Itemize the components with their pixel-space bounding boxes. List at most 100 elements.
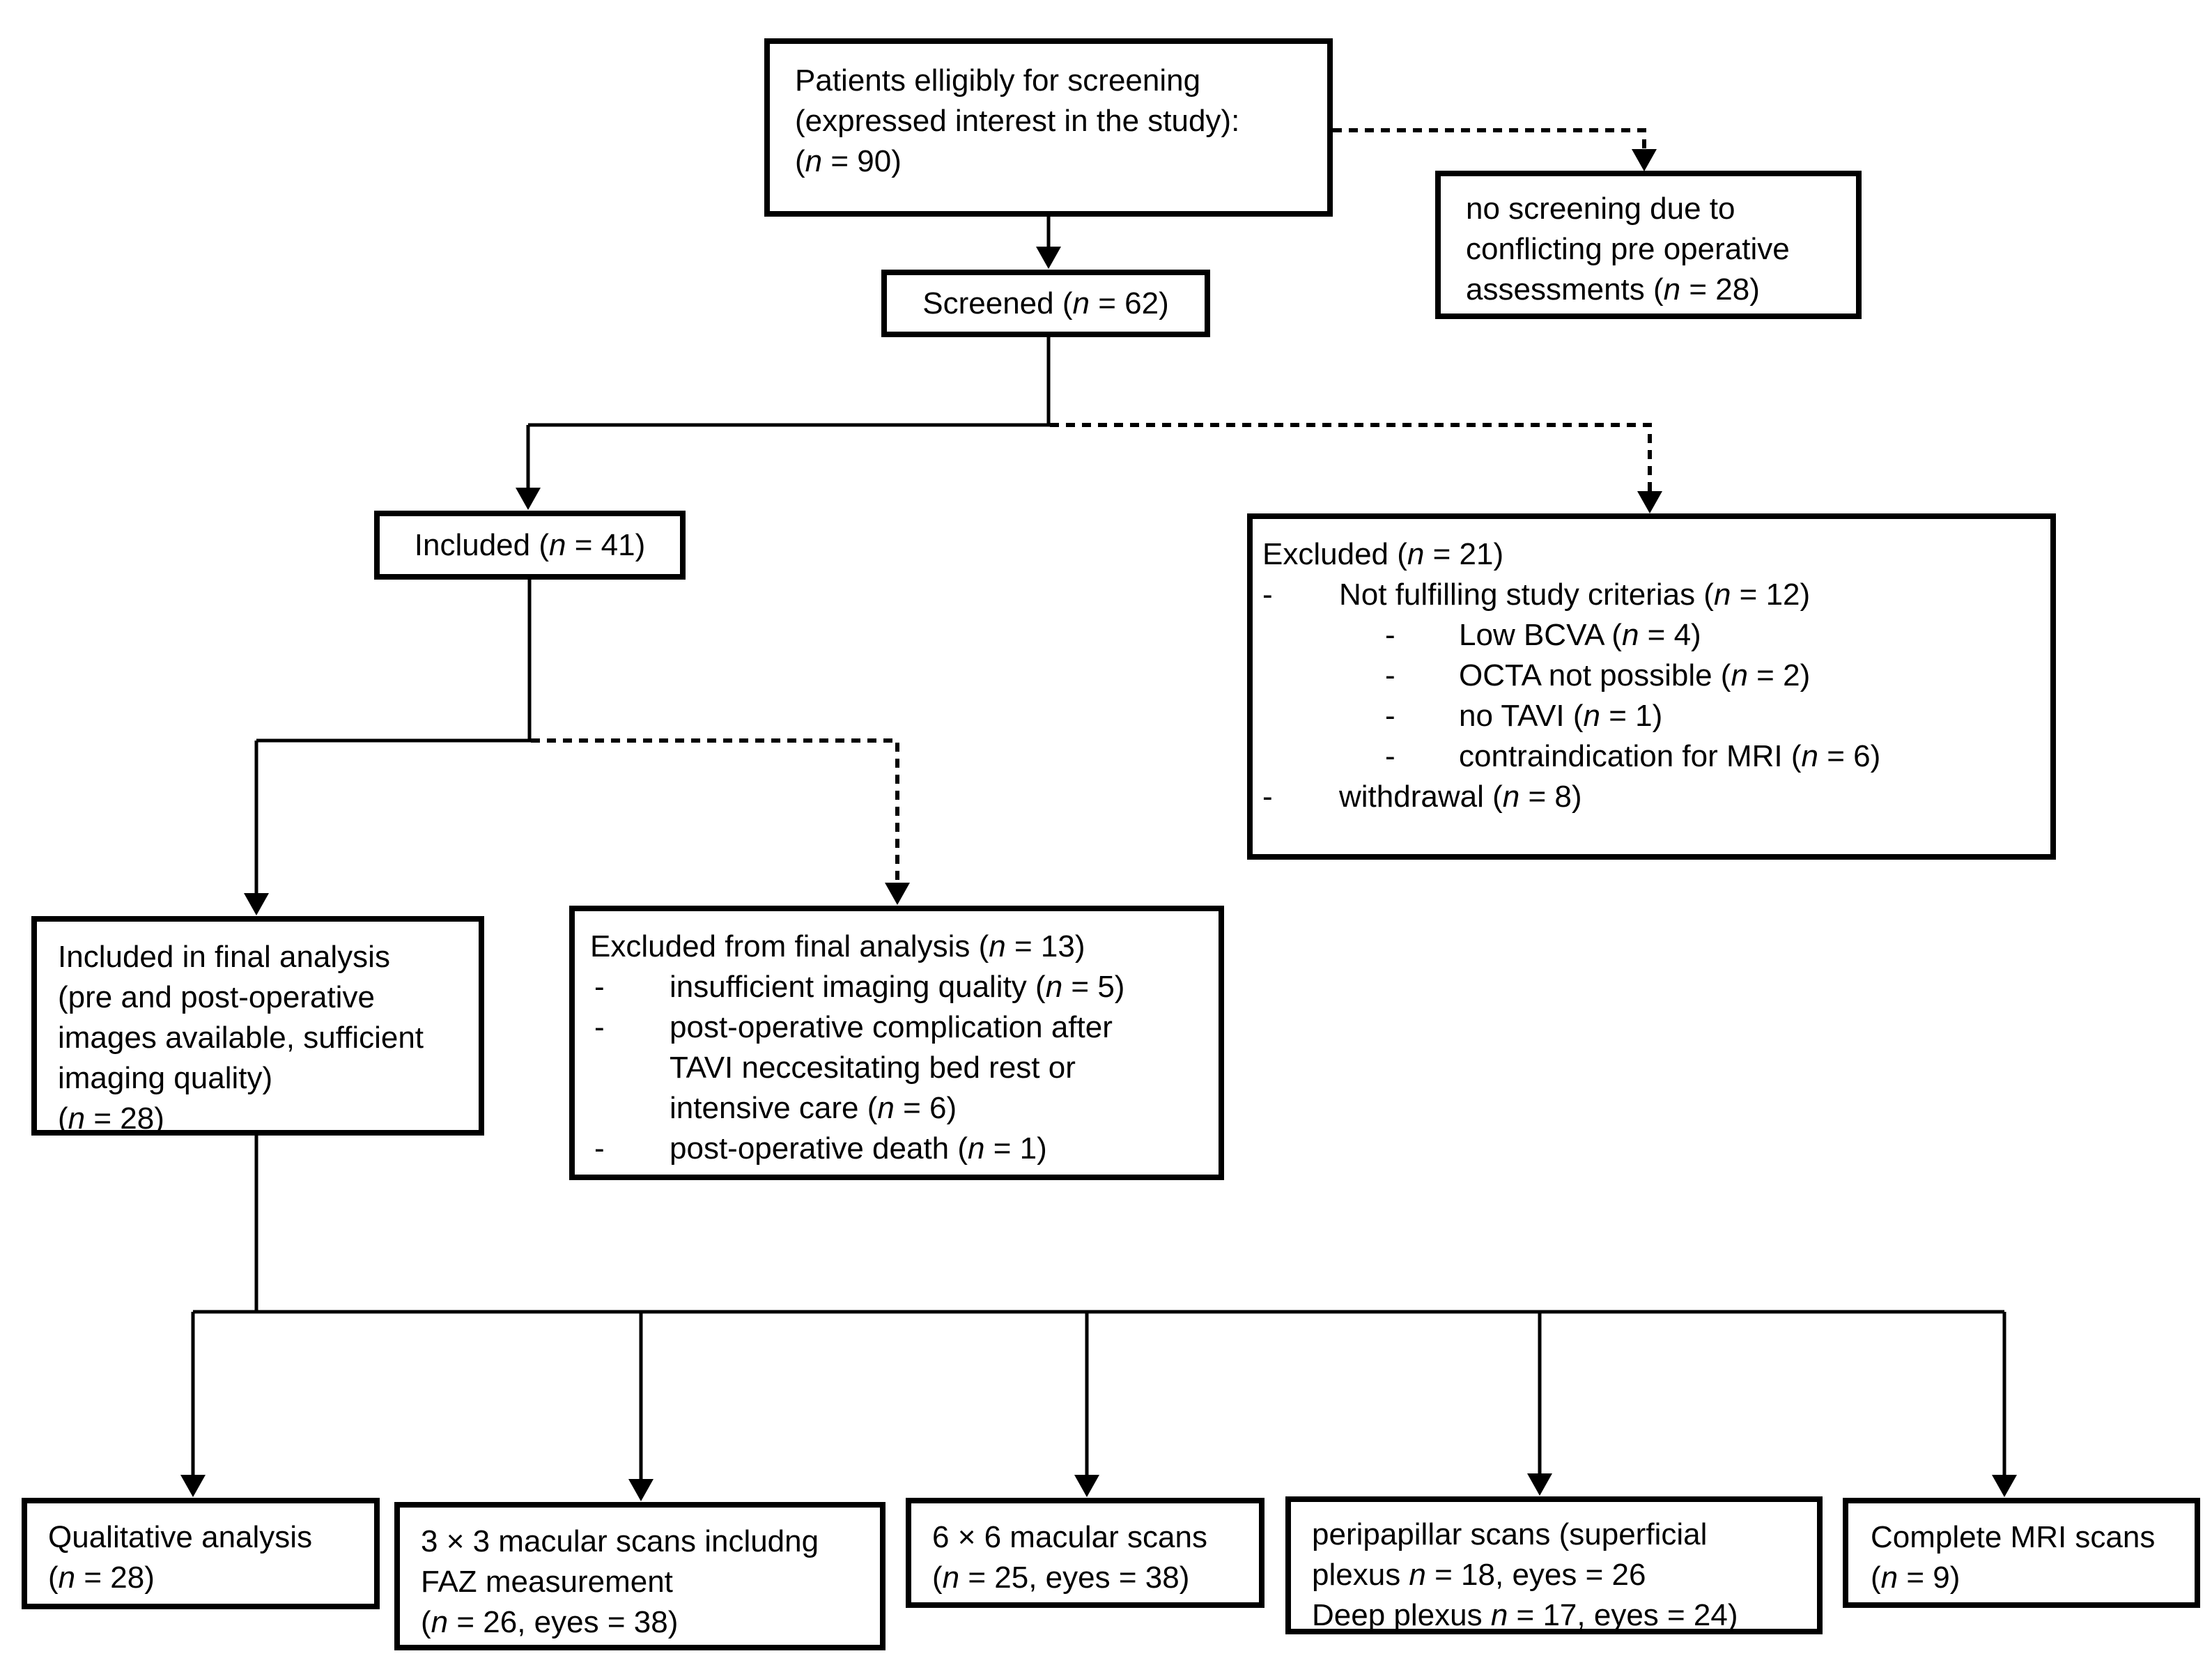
arrowhead-screened [1036, 247, 1061, 269]
box-text-line: (n = 28) [48, 1561, 155, 1595]
italic-n: n [1621, 618, 1639, 652]
edge-final-split-right-dashed [531, 738, 899, 883]
italic-n: n [1407, 537, 1425, 571]
italic-n: n [1072, 286, 1090, 320]
italic-n: n [989, 929, 1006, 963]
list-item: TAVI neccesitating bed rest or [575, 1048, 1219, 1088]
box-text-line: 3 × 3 macular scans includng [421, 1524, 819, 1558]
edge-split-right-dashed [1050, 423, 1652, 491]
box-text-line: conflicting pre operative [1466, 232, 1790, 266]
italic-n: n [877, 1091, 895, 1125]
arrowhead-qualitative [180, 1475, 206, 1497]
list-item: - post-operative complication after [575, 1007, 1219, 1048]
box-text-line: no screening due to [1466, 192, 1735, 226]
list-item-text: post-operative death (n = 1) [670, 1131, 1047, 1166]
dash-marker: - [594, 970, 605, 1004]
italic-n: n [1731, 658, 1748, 692]
dash-marker: - [594, 1131, 605, 1166]
dash-marker [594, 1088, 670, 1129]
italic-n: n [1801, 739, 1819, 773]
italic-n: n [1583, 699, 1600, 733]
list-item: - contraindication for MRI (n = 6) [1253, 736, 2050, 777]
arrowhead-macular3x3 [628, 1479, 653, 1501]
list-item-text: no TAVI (n = 1) [1459, 699, 1663, 733]
list-item: - post-operative death (n = 1) [575, 1129, 1219, 1169]
arrowhead-included [516, 488, 541, 510]
box-text-line: (n = 28) [58, 1101, 164, 1136]
box-included-final-analysis: Included in final analysis (pre and post… [31, 916, 484, 1136]
list-item: intensive care (n = 6) [575, 1088, 1219, 1129]
list-item-text: Not fulfilling study criterias (n = 12) [1339, 578, 1811, 612]
box-text-line: 6 × 6 macular scans [932, 1520, 1207, 1554]
box-text-line: (n = 9) [1871, 1561, 1960, 1595]
italic-n: n [1502, 780, 1520, 814]
dash-marker: - [1385, 658, 1395, 692]
box-text-line: Included in final analysis [58, 940, 390, 974]
box-text-line: Complete MRI scans [1871, 1520, 2156, 1554]
list-item-text: contraindication for MRI (n = 6) [1459, 739, 1881, 773]
box-peripapillar-scans: peripapillar scans (superficial plexus n… [1285, 1496, 1823, 1634]
italic-n: n [1409, 1558, 1426, 1592]
dash-marker: - [1262, 780, 1273, 814]
box-excluded: Excluded (n = 21) - Not fulfilling study… [1247, 513, 2056, 860]
italic-n: n [68, 1101, 86, 1136]
list-item-text: insufficient imaging quality (n = 5) [670, 970, 1125, 1004]
italic-n: n [1490, 1598, 1508, 1632]
arrowhead-excluded [1637, 491, 1662, 513]
dash-marker: - [1385, 699, 1395, 733]
italic-n: n [549, 527, 566, 562]
italic-n: n [942, 1561, 960, 1595]
list-item: - withdrawal (n = 8) [1253, 777, 2050, 817]
list-item: - Low BCVA (n = 4) [1253, 615, 2050, 656]
arrowhead-excluded-final [885, 883, 910, 905]
list-item-text: post-operative complication after [670, 1010, 1113, 1044]
box-eligible-screening: Patients elligibly for screening (expres… [764, 38, 1333, 217]
box-text-line: (n = 26, eyes = 38) [421, 1605, 679, 1639]
list-item: - Not fulfilling study criterias (n = 12… [1253, 575, 2050, 615]
box-text-line: Qualitative analysis [48, 1520, 313, 1554]
dash-marker: - [1385, 739, 1395, 773]
box-text-line: FAZ measurement [421, 1565, 673, 1599]
box-text-line: imaging quality) [58, 1061, 273, 1095]
list-item-text: withdrawal (n = 8) [1339, 780, 1582, 814]
box-text-line: Patients elligibly for screening [795, 63, 1201, 98]
excluded-title: Excluded (n = 21) [1262, 537, 1504, 571]
box-text-line: (pre and post-operative [58, 980, 375, 1014]
dash-marker: - [1385, 618, 1395, 652]
excluded-final-title: Excluded from final analysis (n = 13) [590, 929, 1085, 963]
box-no-screening: no screening due to conflicting pre oper… [1435, 171, 1862, 319]
italic-n: n [1713, 578, 1731, 612]
dash-marker: - [594, 1010, 605, 1044]
box-text-line: images available, sufficient [58, 1021, 424, 1055]
box-qualitative-analysis: Qualitative analysis (n = 28) [22, 1498, 380, 1609]
arrowhead-peripapillar [1527, 1473, 1552, 1496]
box-text-line: Included (n = 41) [414, 527, 646, 562]
box-text-line: assessments (n = 28) [1466, 272, 1760, 307]
box-text-line: (expressed interest in the study): [795, 104, 1240, 138]
italic-n: n [431, 1605, 449, 1639]
list-item: - no TAVI (n = 1) [1253, 696, 2050, 736]
list-item-text: Low BCVA (n = 4) [1459, 618, 1701, 652]
italic-n: n [1045, 970, 1063, 1004]
italic-n: n [968, 1131, 985, 1166]
dash-marker [594, 1048, 670, 1088]
italic-n: n [805, 144, 823, 178]
box-text-line: plexus n = 18, eyes = 26 [1312, 1558, 1646, 1592]
list-item-text: intensive care (n = 6) [670, 1091, 957, 1125]
box-excluded-final-analysis: Excluded from final analysis (n = 13) - … [569, 906, 1224, 1180]
box-included: Included (n = 41) [374, 511, 686, 580]
box-text-line: Screened (n = 62) [922, 286, 1169, 320]
box-screened: Screened (n = 62) [881, 270, 1210, 337]
arrowhead-mri [1992, 1475, 2017, 1497]
italic-n: n [1880, 1561, 1898, 1595]
list-item-text: TAVI neccesitating bed rest or [670, 1051, 1076, 1085]
list-item: - insufficient imaging quality (n = 5) [575, 967, 1219, 1007]
list-item: - OCTA not possible (n = 2) [1253, 656, 2050, 696]
dash-marker: - [1262, 578, 1273, 612]
box-complete-mri: Complete MRI scans (n = 9) [1843, 1498, 2200, 1608]
list-item-text: OCTA not possible (n = 2) [1459, 658, 1811, 692]
arrowhead-noscreening [1632, 149, 1657, 171]
edge-eligible-noscreening [1333, 128, 1646, 150]
